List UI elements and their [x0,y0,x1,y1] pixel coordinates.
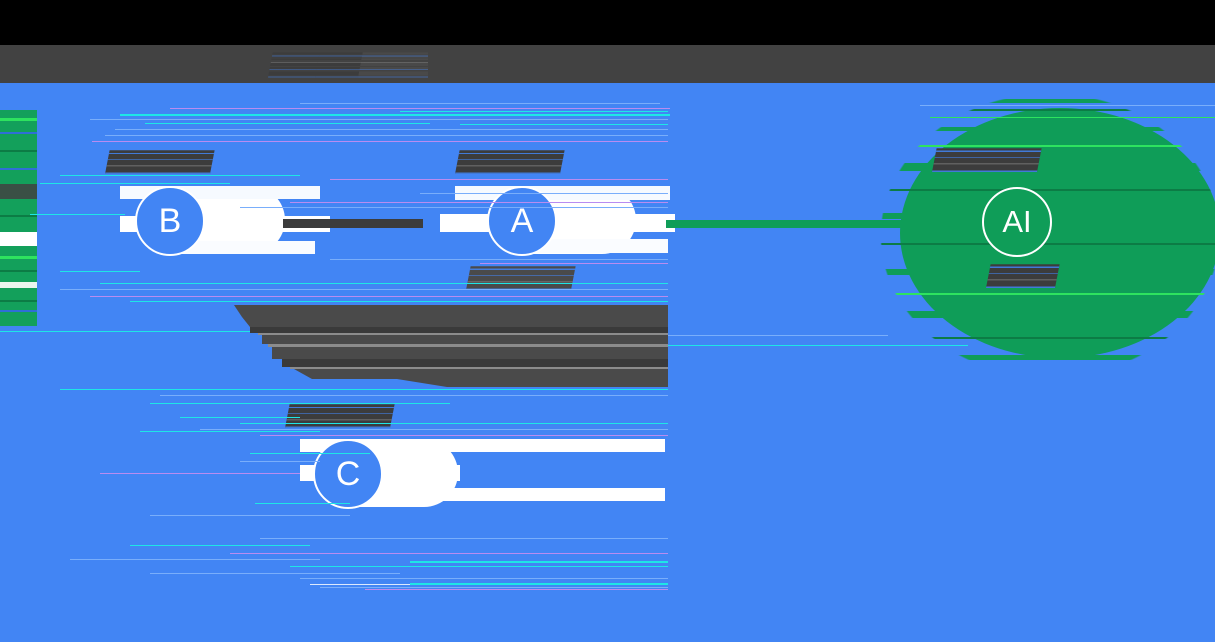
node-ai-label-above-text: corrupted label [932,148,1042,172]
glitch-scanline [60,389,668,390]
glitch-scanline [90,119,668,120]
glitch-scanline [400,111,668,112]
top-black-strip [0,0,1215,45]
slab-row [250,327,668,333]
node-a-label-above: corrupted label [455,150,565,174]
glitch-scanline [410,583,668,585]
glitch-scanline [140,431,320,432]
node-b-card-smear-bot [175,241,315,254]
node-a-label-above-text: corrupted label [455,150,565,174]
slab-row [282,359,668,367]
glitch-scanline [150,515,350,516]
node-ai-label-above: corrupted label [932,148,1042,172]
node-a-label-below-text: corrupted label [466,266,576,290]
glitch-scanline [170,108,670,109]
node-b-label-above: corrupted label [105,150,215,174]
glitch-scanline [330,259,668,260]
glitch-scanline [668,335,888,336]
diagram-canvas[interactable]: AI corrupted label corrupted B corrupted… [0,83,1215,591]
glitch-scanline [300,103,660,104]
glitch-scanline [115,129,668,130]
glitch-scanline [100,473,300,474]
window-titlebar: Untitled diagram [0,45,1215,83]
node-c-label-above: corrupted label [285,404,395,428]
glitch-scanline [240,461,320,462]
glitch-scanline [260,538,668,539]
glitch-scanline [145,123,430,124]
glitch-scanline [105,135,668,136]
glitch-scanline [180,417,300,418]
left-edge-green-artifact [0,110,37,326]
node-b-badge[interactable]: B [135,186,205,256]
glitch-scanline [130,545,310,546]
glitch-scanline [320,587,668,588]
node-b-label-above-text: corrupted label [105,150,215,174]
node-c-card-smear-top [300,439,665,452]
glitch-scanline [70,559,320,560]
node-ai-badge-label: AI [1002,204,1032,239]
glitch-scanline [130,301,668,302]
node-c-card-smear-bot [353,488,665,501]
glitch-scanline [60,289,668,290]
glitch-scanline [30,214,125,215]
glitch-scanline [92,141,668,142]
glitch-scanline [90,296,668,297]
canvas-bottom-fill [0,591,1215,642]
slab-row [272,347,668,359]
node-a-card-smear-top [455,186,670,200]
corrupted-text-slab [232,305,668,387]
glitch-scanline [365,589,668,590]
slab-row [397,379,668,387]
slab-row [294,369,668,379]
node-ai-label-below: corrupted [986,264,1060,288]
glitch-scanline [100,283,668,284]
slab-row [258,333,668,335]
node-a-label-below: corrupted label [466,266,576,290]
glitch-scanline [60,175,300,176]
glitch-scanline [260,435,668,436]
glitch-scanline [230,553,668,554]
glitch-scanline [410,561,668,563]
node-b-badge-label: B [158,201,182,240]
connector-b-to-a [283,219,423,228]
node-ai-badge[interactable]: AI [982,187,1052,257]
glitch-scanline [290,566,668,567]
node-a-card-smear-bot [528,239,668,253]
node-ai-label-below-text: corrupted [986,264,1060,288]
node-c-badge[interactable]: C [313,439,383,509]
glitch-scanline [150,573,400,574]
slab-row [290,367,668,369]
node-a-badge[interactable]: A [487,186,557,256]
node-a-card-smear-mid [440,214,675,232]
glitch-scanline [160,395,668,396]
slab-row [242,317,668,327]
document-title: Untitled diagram [268,46,434,78]
glitch-scanline [300,578,668,579]
glitch-scanline [200,429,668,430]
slab-row [268,344,668,347]
glitch-scanline [460,124,668,125]
glitch-scanline [40,183,230,184]
slab-row [234,305,668,317]
slab-row [262,335,668,344]
glitch-scanline [310,584,510,585]
title-fragment-3: agram [358,46,434,78]
glitch-scanline [330,179,668,180]
glitch-scanline [480,263,668,264]
node-a-badge-label: A [510,201,534,240]
glitch-scanline [0,331,250,332]
glitch-scanline [120,114,670,116]
connector-a-to-ai [666,220,1004,228]
node-c-badge-label: C [335,454,361,493]
glitch-scanline [60,271,140,272]
node-c-label-above-text: corrupted label [285,404,395,428]
